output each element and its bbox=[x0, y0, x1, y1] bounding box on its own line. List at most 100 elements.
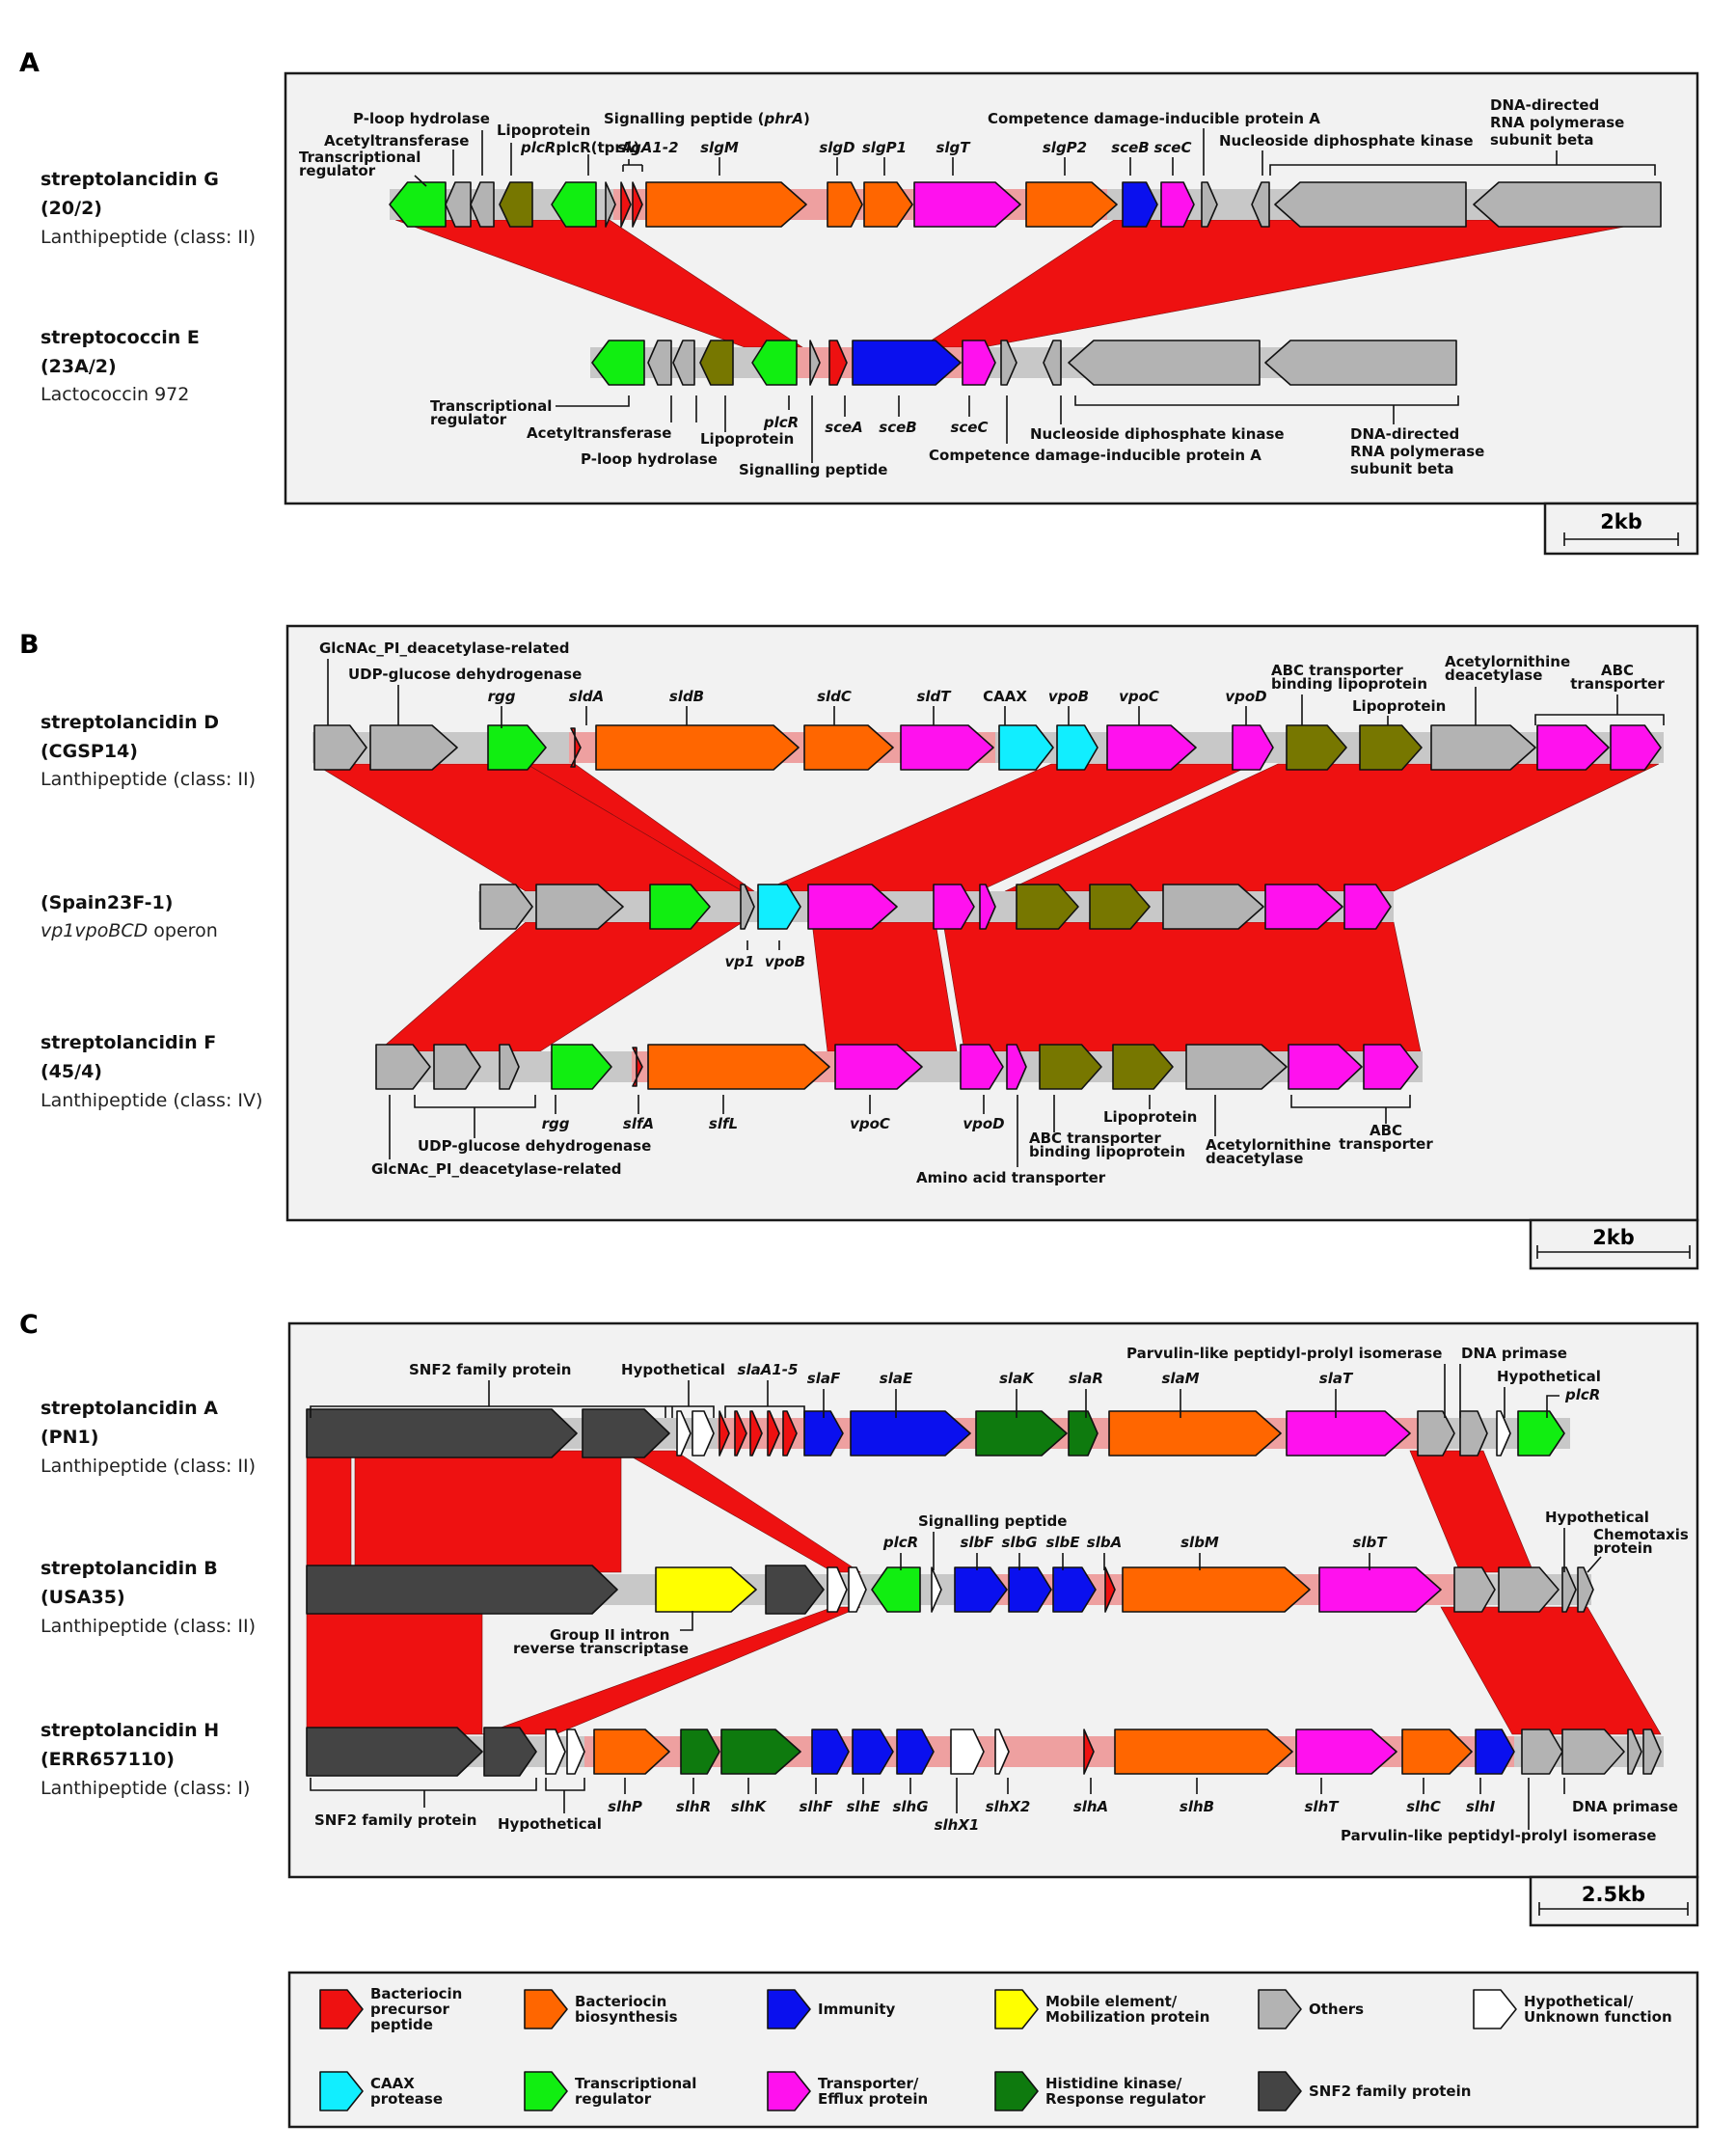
legend-item: Mobile element/Mobilization protein bbox=[994, 1989, 1209, 2029]
gene-label: slgM bbox=[700, 139, 739, 156]
gene-hypothetical bbox=[566, 1729, 585, 1775]
gene-transporter bbox=[900, 724, 994, 771]
gene-others bbox=[1000, 340, 1017, 386]
gene-label: Nucleoside diphosphate kinase bbox=[1030, 425, 1285, 443]
scale-box-b bbox=[1529, 1218, 1699, 1270]
gene-label: slfL bbox=[709, 1115, 738, 1132]
legend-label: precursor bbox=[370, 2001, 450, 2018]
gene-regulator bbox=[551, 1044, 612, 1090]
gene-others bbox=[1068, 340, 1261, 386]
gene-label: sldA bbox=[569, 688, 604, 705]
homology-link bbox=[811, 921, 958, 1052]
gene-label: vpoD bbox=[1225, 688, 1266, 705]
gene-label: ABC bbox=[1601, 662, 1634, 679]
gene-label: DNA primase bbox=[1572, 1798, 1678, 1815]
gene-label: slfA bbox=[623, 1115, 654, 1132]
gene-precursor bbox=[719, 1410, 730, 1457]
track-sub: Lanthipeptide (class: II) bbox=[41, 1616, 256, 1637]
gene-label: deacetylase bbox=[1206, 1150, 1303, 1167]
gene-lipo bbox=[1112, 1044, 1174, 1090]
gene-immunity bbox=[1122, 181, 1158, 228]
legend-label: Response regulator bbox=[1045, 2090, 1206, 2108]
gene-transporter bbox=[1295, 1729, 1397, 1775]
gene-label: slaA1-5 bbox=[738, 1361, 799, 1378]
gene-label: SNF2 family protein bbox=[409, 1361, 571, 1378]
gene-hypothetical bbox=[848, 1566, 867, 1613]
gene-label: SNF2 family protein bbox=[314, 1811, 476, 1829]
gene-transporter bbox=[1363, 1044, 1419, 1090]
gene-transporter bbox=[913, 181, 1021, 228]
gene-label: Signalling peptide bbox=[739, 461, 887, 478]
gene-regulator bbox=[487, 724, 547, 771]
legend-label: Others bbox=[1309, 2001, 1364, 2018]
gene-regulator bbox=[551, 181, 597, 228]
gene-label: Parvulin-like peptidyl-prolyl isomerase bbox=[1126, 1345, 1442, 1362]
gene-biosynthesis bbox=[803, 724, 894, 771]
legend-label: Immunity bbox=[818, 2001, 896, 2018]
gene-label: plcR bbox=[1564, 1386, 1600, 1403]
gene-label: slhB bbox=[1180, 1798, 1214, 1815]
gene-label: protein bbox=[1593, 1539, 1653, 1557]
gene-precursor bbox=[632, 1047, 643, 1087]
gene-label: vpoC bbox=[850, 1115, 890, 1132]
gene-label: RNA polymerase bbox=[1490, 114, 1624, 131]
legend-swatch bbox=[994, 2071, 1039, 2111]
gene-label: Lipoprotein bbox=[1103, 1108, 1197, 1126]
gene-others bbox=[1453, 1566, 1496, 1613]
gene-label: sceC bbox=[1153, 139, 1191, 156]
gene-label: Transcriptional bbox=[430, 397, 552, 415]
gene-others bbox=[1642, 1729, 1662, 1775]
gene-biosynthesis bbox=[1108, 1410, 1282, 1457]
legend-swatch bbox=[1258, 2071, 1302, 2111]
gene-hypothetical bbox=[692, 1410, 715, 1457]
gene-transporter bbox=[979, 884, 996, 930]
gene-label: slgA1-2 bbox=[617, 139, 679, 156]
gene-label: reverse transcriptase bbox=[513, 1640, 689, 1657]
gene-label: Hypothetical bbox=[498, 1815, 602, 1833]
gene-immunity bbox=[852, 340, 962, 386]
gene-snf2 bbox=[582, 1408, 670, 1458]
gene-biosynthesis bbox=[593, 1729, 670, 1775]
track-id: (20/2) bbox=[41, 198, 102, 219]
gene-label: Group II intron bbox=[550, 1626, 669, 1644]
panel-label-b: B bbox=[19, 630, 40, 660]
gene-label: sceB bbox=[879, 419, 916, 436]
gene-others bbox=[1473, 181, 1662, 228]
gene-label: slhP bbox=[608, 1798, 642, 1815]
scale-label-c: 2.5kb bbox=[1582, 1883, 1645, 1906]
gene-label: slgT bbox=[936, 139, 971, 156]
legend: BacteriocinprecursorpeptideBacteriocinbi… bbox=[319, 1985, 1672, 2111]
gene-hypothetical bbox=[950, 1729, 985, 1775]
panel-label-a: A bbox=[19, 48, 40, 78]
legend-label: SNF2 family protein bbox=[1309, 2083, 1471, 2100]
legend-swatch bbox=[524, 1989, 568, 2029]
gene-label: slhX1 bbox=[935, 1816, 980, 1834]
gene-biosynthesis bbox=[863, 181, 913, 228]
gene-label: sceC bbox=[950, 419, 988, 436]
gene-mobile bbox=[655, 1566, 757, 1613]
gene-label: slhC bbox=[1406, 1798, 1441, 1815]
gene-label: Lipoprotein bbox=[1352, 697, 1446, 715]
gene-precursor bbox=[767, 1410, 780, 1457]
homology-links bbox=[306, 219, 1662, 1735]
gene-precursor bbox=[734, 1410, 747, 1457]
gene-label: slhT bbox=[1305, 1798, 1341, 1815]
gene-label: slaK bbox=[999, 1370, 1035, 1387]
gene-label: P-loop hydrolase bbox=[581, 450, 718, 468]
gene-label: subunit beta bbox=[1490, 131, 1593, 149]
gene-label: Signalling peptide (phrA) bbox=[604, 110, 810, 127]
gene-lipo bbox=[499, 181, 533, 228]
gene-label: Transcriptional bbox=[299, 149, 420, 166]
gene-others bbox=[605, 181, 616, 228]
legend-label: regulator bbox=[575, 2090, 652, 2108]
gene-others bbox=[1251, 181, 1270, 228]
gene-others bbox=[445, 181, 472, 228]
panel-c-annotations: SNF2 family protein Hypothetical slaA1-5… bbox=[310, 1345, 1689, 1844]
gene-label: DNA-directed bbox=[1490, 96, 1599, 114]
scale-label-b: 2kb bbox=[1592, 1226, 1635, 1249]
gene-kinase bbox=[975, 1410, 1068, 1457]
gene-label: Lipoprotein bbox=[700, 430, 794, 448]
panel-a-annotations: Transcriptional regulator Acetyltransfer… bbox=[299, 96, 1656, 478]
legend-label: Efflux protein bbox=[818, 2090, 928, 2108]
homology-link bbox=[942, 921, 1422, 1052]
